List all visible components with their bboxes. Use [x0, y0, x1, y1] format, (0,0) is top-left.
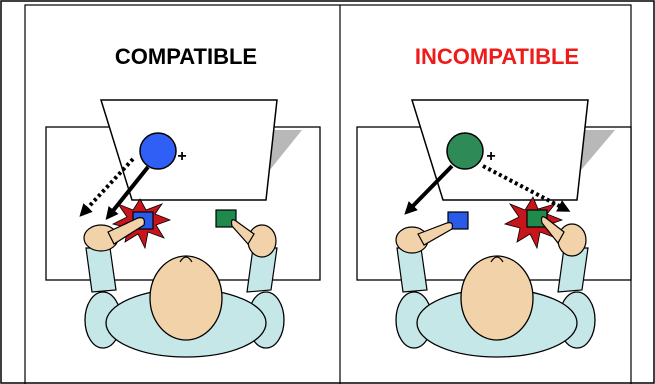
right-finger	[230, 219, 255, 246]
nose	[490, 256, 504, 263]
participant-top-view	[395, 216, 596, 358]
fixation-cross: +	[486, 148, 495, 165]
right-finger	[540, 216, 565, 245]
left-finger	[417, 222, 454, 246]
monitor-shadow	[265, 130, 302, 176]
left-arm	[396, 247, 428, 293]
panel-title: INCOMPATIBLE	[415, 44, 579, 69]
right-hand	[247, 224, 277, 258]
response-button-left	[447, 211, 469, 230]
monitor	[99, 99, 278, 201]
response-arrow-dotted	[79, 157, 135, 217]
right-hand	[557, 223, 587, 257]
response-arrow-solid	[404, 164, 454, 215]
stimulus-circle	[446, 132, 484, 170]
nose	[179, 256, 193, 263]
participant-top-view	[83, 217, 285, 358]
head	[149, 255, 223, 341]
fixation-cross: +	[177, 148, 186, 165]
response-arrow-dotted	[482, 164, 571, 212]
left-finger	[107, 217, 145, 245]
monitor	[410, 99, 589, 201]
panel-incompatible: INCOMPATIBLE +	[356, 44, 632, 358]
head	[460, 255, 534, 341]
panel-title: COMPATIBLE	[115, 44, 257, 69]
stimulus-circle	[139, 132, 177, 170]
left-arm	[85, 247, 117, 293]
panel-compatible: COMPATIBLE +	[45, 44, 321, 358]
response-arrow-solid	[105, 165, 150, 220]
monitor-shadow	[576, 130, 615, 176]
